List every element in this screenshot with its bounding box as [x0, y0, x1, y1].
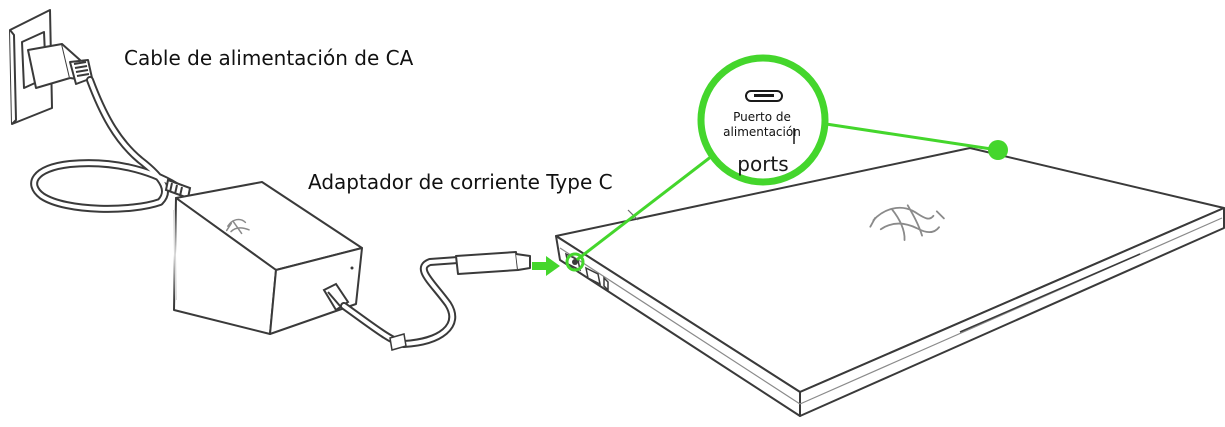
brick-led	[350, 266, 354, 270]
port-center	[572, 259, 578, 265]
razer-logo-icon	[869, 204, 945, 242]
callout-lines	[573, 122, 999, 264]
callout-circle	[697, 54, 829, 186]
callout-port-icon	[745, 90, 783, 102]
usbc-plug-icon	[455, 251, 531, 275]
ac-strain-relief	[164, 178, 192, 200]
usbc-cable	[340, 256, 462, 348]
razer-logo-icon	[225, 218, 250, 235]
ports-label: ports	[737, 152, 789, 176]
power-brick-icon	[173, 181, 363, 335]
highlight-dot	[988, 140, 1008, 160]
plug-icon	[27, 43, 93, 89]
arrow-right-icon	[532, 256, 560, 276]
port-highlight	[565, 252, 585, 272]
ac-cable-label: Cable de alimentación de CA	[124, 46, 414, 70]
laptop-icon	[555, 147, 1225, 417]
power-port-label: Puerto de alimentación	[723, 110, 801, 139]
adapter-label: Adaptador de corriente Type C	[308, 170, 613, 194]
ac-cable	[30, 76, 180, 213]
cable-tie	[389, 333, 407, 351]
